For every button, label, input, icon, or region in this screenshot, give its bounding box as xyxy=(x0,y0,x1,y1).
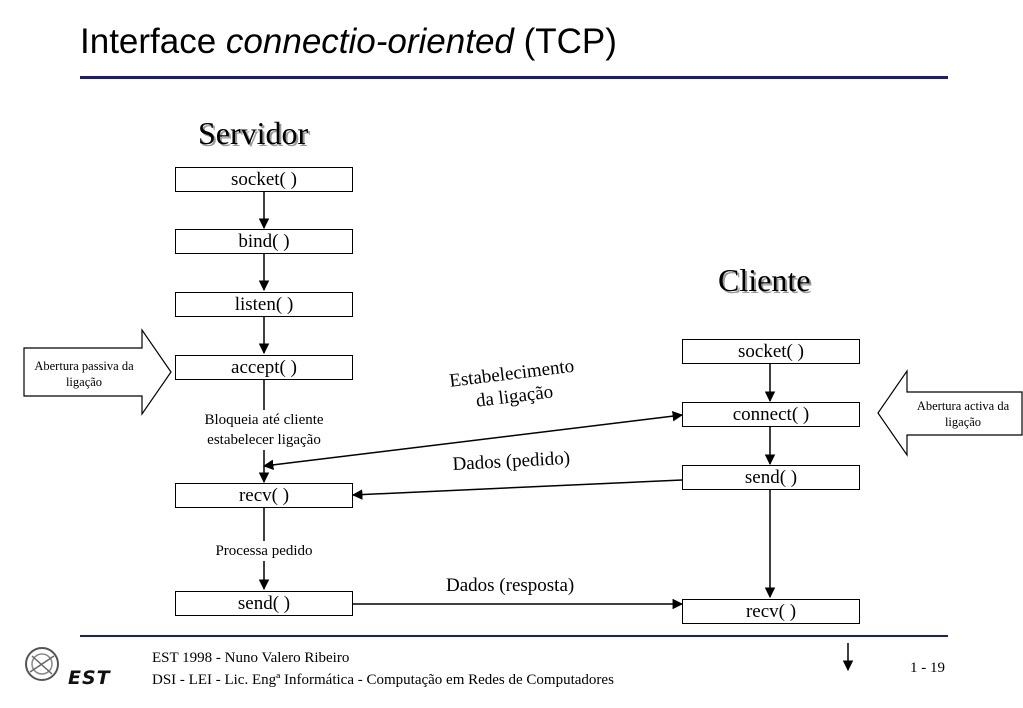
client-connect-box: connect( ) xyxy=(682,402,860,427)
server-note-process: Processa pedido xyxy=(170,541,358,561)
title-rule xyxy=(80,76,948,79)
arrow-request xyxy=(351,479,683,500)
server-socket-box: socket( ) xyxy=(175,167,353,192)
server-heading: Servidor xyxy=(198,115,309,151)
server-listen-box: listen( ) xyxy=(175,292,353,317)
page-number: 1 - 19 xyxy=(910,660,945,676)
server-send-box: send( ) xyxy=(175,591,353,616)
label-response: Dados (resposta) xyxy=(446,575,575,596)
client-socket-box: socket( ) xyxy=(682,339,860,364)
logo-seal xyxy=(25,647,59,681)
arrow-establish xyxy=(262,410,684,471)
passive-callout-shape xyxy=(23,328,172,416)
server-note-block: Bloqueia até cliente estabelecer ligação xyxy=(170,410,358,450)
footer-line-2: DSI - LEI - Lic. Engª Informática - Comp… xyxy=(152,672,614,688)
client-send-box: send( ) xyxy=(682,465,860,490)
logo: EST xyxy=(68,667,111,689)
active-callout-text: Abertura activa da ligação xyxy=(916,399,1010,429)
active-callout-shape xyxy=(877,369,1023,457)
footer-line-1: EST 1998 - Nuno Valero Ribeiro xyxy=(152,650,350,666)
passive-callout-text: Abertura passiva da ligação xyxy=(34,359,134,389)
client-heading: Cliente xyxy=(718,262,811,298)
title-suffix: (TCP) xyxy=(513,22,617,61)
title-prefix: Interface xyxy=(80,22,226,61)
server-recv-box: recv( ) xyxy=(175,483,353,508)
footer-rule xyxy=(80,635,948,637)
title-italic: connectio-oriented xyxy=(225,22,514,61)
server-bind-box: bind( ) xyxy=(175,229,353,254)
slide-title: Interface connectio-oriented (TCP) xyxy=(80,22,617,62)
client-recv-box: recv( ) xyxy=(682,599,860,624)
server-accept-box: accept( ) xyxy=(175,355,353,380)
